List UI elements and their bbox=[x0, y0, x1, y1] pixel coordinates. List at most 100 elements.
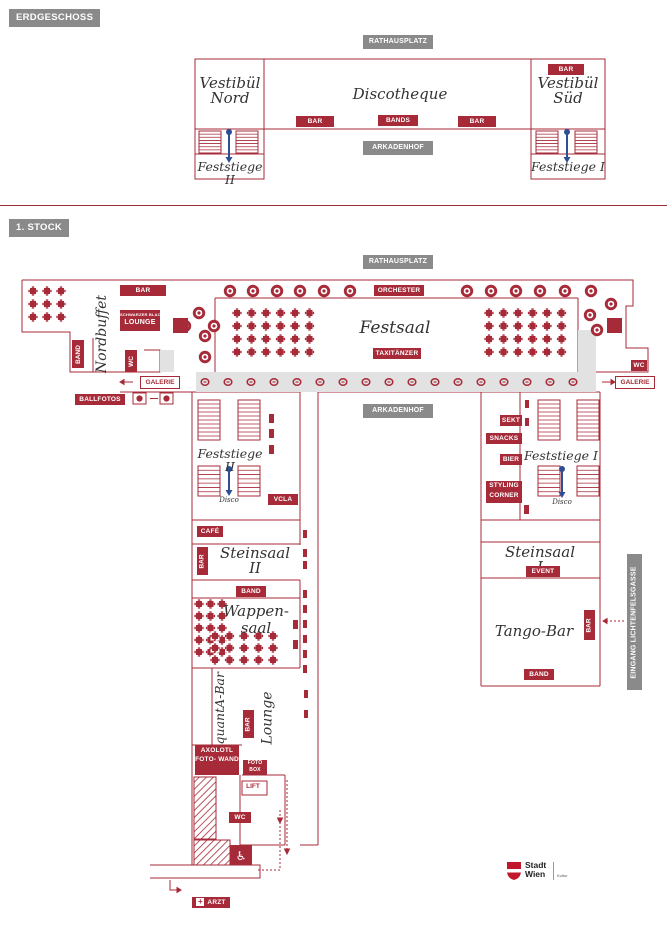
room-feststiege-2-first: Feststiege II bbox=[197, 446, 263, 474]
table-icon bbox=[542, 334, 552, 344]
table-icon bbox=[253, 643, 264, 653]
round-table-icon bbox=[343, 284, 357, 298]
table-icon bbox=[484, 321, 494, 331]
column-block bbox=[269, 414, 274, 423]
table-icon bbox=[484, 347, 494, 357]
staircase bbox=[237, 465, 261, 497]
table-icon bbox=[542, 308, 552, 318]
stair-arrow-tip bbox=[563, 157, 571, 163]
table-icon bbox=[261, 321, 271, 331]
table-icon bbox=[210, 655, 220, 665]
table-icon bbox=[194, 623, 204, 633]
table-icon bbox=[232, 334, 242, 344]
table-icon bbox=[232, 321, 242, 331]
table-icon bbox=[56, 312, 66, 322]
table-icon bbox=[304, 308, 315, 318]
staircase bbox=[576, 465, 600, 497]
staircase bbox=[537, 465, 561, 497]
svg-text:♿: ♿ bbox=[236, 849, 247, 863]
room-quanta-bar: quantA-Bar bbox=[211, 671, 227, 745]
table-icon bbox=[253, 655, 264, 665]
stadt-wien-logo: Stadt Wien Kultur bbox=[506, 860, 570, 882]
room-feststiege-1-ground: Feststiege I bbox=[531, 159, 605, 174]
table-icon bbox=[290, 347, 300, 357]
column-block bbox=[303, 635, 307, 643]
column-block bbox=[303, 650, 307, 658]
bar-ground-sued: BAR bbox=[548, 64, 584, 75]
galerie-right[interactable]: GALERIE bbox=[615, 376, 655, 389]
round-table-icon bbox=[198, 329, 212, 343]
logo-text: Stadt Wien bbox=[525, 860, 547, 879]
table-icon bbox=[304, 321, 315, 331]
table-icon bbox=[42, 299, 52, 309]
label-rathausplatz-ground: RATHAUSPLATZ bbox=[363, 35, 433, 49]
round-table-icon bbox=[509, 284, 523, 298]
room-vestibul-sued: Vestibül Süd bbox=[537, 74, 599, 107]
fotobox-label: FOTO BOX bbox=[243, 760, 267, 775]
cafe-label: CAFÉ bbox=[197, 526, 223, 537]
lift-label: LIFT bbox=[246, 783, 260, 790]
table-icon bbox=[542, 321, 552, 331]
round-table-icon bbox=[533, 284, 547, 298]
eingang-lichtenfelsgasse[interactable]: EINGANG LICHTENFELSGASSE bbox=[627, 554, 642, 690]
column-block bbox=[269, 429, 274, 438]
column-block bbox=[525, 400, 529, 408]
round-table-icon bbox=[293, 284, 307, 298]
column-block bbox=[303, 561, 307, 569]
bier-label: BIER bbox=[500, 454, 522, 465]
table-icon bbox=[275, 321, 286, 331]
table-icon bbox=[246, 308, 257, 318]
band-nordbuffet: BAND bbox=[72, 340, 84, 368]
stair-arrow-tip bbox=[225, 157, 233, 163]
table-icon bbox=[513, 321, 523, 331]
column-block bbox=[303, 665, 307, 673]
table-icon bbox=[210, 631, 220, 641]
round-table-icon bbox=[583, 308, 597, 322]
staircase bbox=[574, 130, 598, 154]
label-arkadenhof-first: ARKADENHOF bbox=[363, 404, 433, 418]
bar-ground-right: BAR bbox=[458, 116, 496, 127]
ballfotos-label: BALLFOTOS bbox=[75, 394, 125, 405]
table-icon bbox=[194, 599, 204, 609]
table-icon bbox=[275, 347, 286, 357]
stair-arrow-head bbox=[559, 466, 565, 472]
table-icon bbox=[28, 312, 38, 322]
room-tango-bar: Tango-Bar bbox=[494, 622, 574, 640]
table-icon bbox=[28, 299, 38, 309]
table-icon bbox=[290, 334, 300, 344]
event-label: EVENT bbox=[526, 566, 560, 577]
disco-left: Disco bbox=[219, 496, 239, 504]
wc-right: WC bbox=[631, 360, 647, 371]
table-icon bbox=[56, 299, 66, 309]
floor-header-1-stock: 1. STOCK bbox=[9, 219, 70, 237]
table-icon bbox=[498, 321, 509, 331]
column-block bbox=[525, 418, 529, 426]
round-table-icon bbox=[460, 284, 474, 298]
round-table-icon bbox=[192, 306, 206, 320]
table-icon bbox=[28, 286, 38, 296]
table-icon bbox=[224, 643, 235, 653]
bar-tango: BAR bbox=[584, 610, 595, 640]
table-icon bbox=[513, 334, 523, 344]
label-rathausplatz-first: RATHAUSPLATZ bbox=[363, 255, 433, 269]
stair-arrow-tip bbox=[225, 490, 233, 496]
label-arkadenhof-ground: ARKADENHOF bbox=[363, 141, 433, 155]
table-icon bbox=[556, 334, 567, 344]
styling-corner-label: STYLING CORNER bbox=[486, 481, 522, 503]
column-block bbox=[303, 605, 307, 613]
table-icon bbox=[246, 347, 257, 357]
table-icon bbox=[261, 334, 271, 344]
staircase bbox=[535, 130, 559, 154]
table-icon bbox=[205, 611, 216, 621]
table-icon bbox=[498, 347, 509, 357]
table-icon bbox=[232, 347, 242, 357]
staircase bbox=[235, 130, 259, 154]
column-block bbox=[303, 620, 307, 628]
galerie-left[interactable]: GALERIE bbox=[140, 376, 180, 389]
table-icon bbox=[194, 647, 204, 657]
floor-header-erdgeschoss: ERDGESCHOSS bbox=[9, 9, 101, 27]
wc-bottom: WC bbox=[229, 812, 251, 823]
stair-arrow-tip bbox=[558, 492, 566, 498]
staircase bbox=[197, 465, 221, 497]
